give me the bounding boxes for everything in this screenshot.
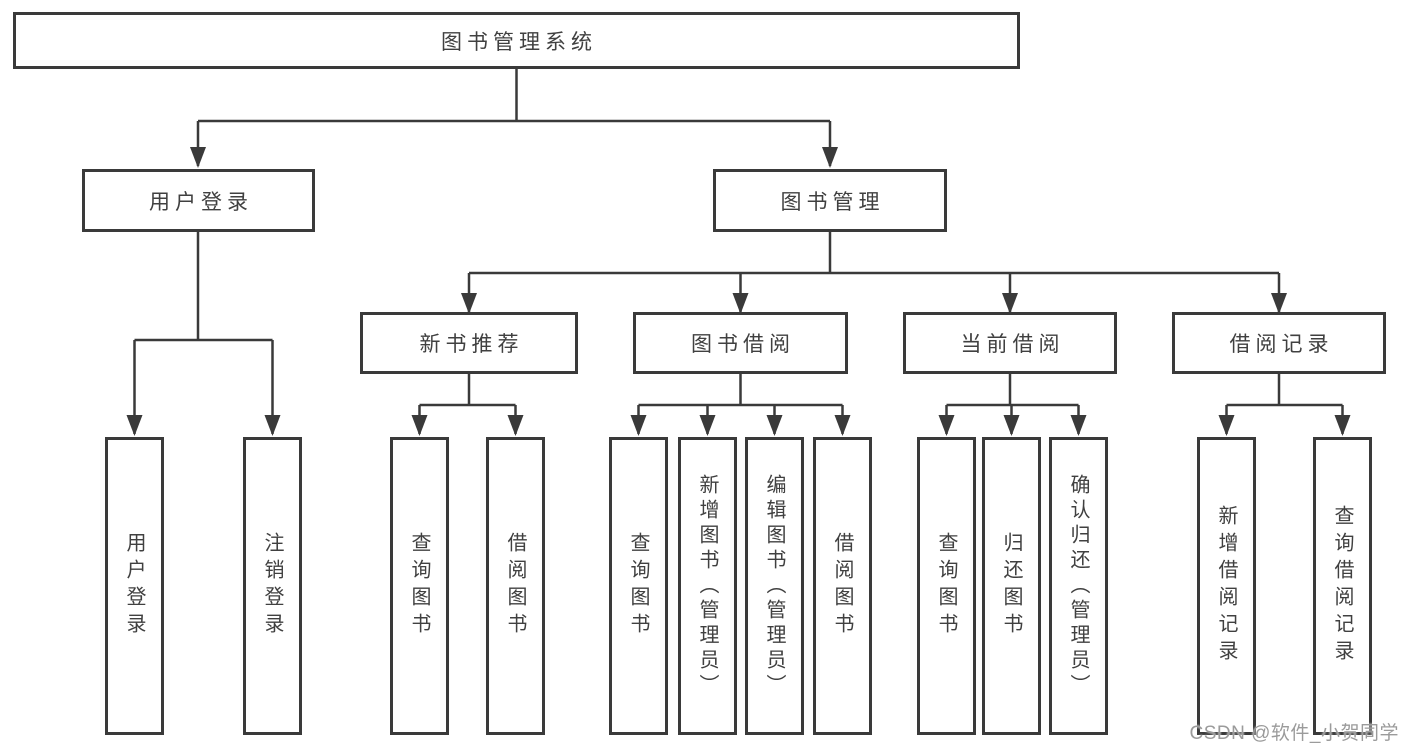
leaf-label: 确认归还（管理员） xyxy=(1067,473,1089,699)
leaf-confirm-return-admin: 确认归还（管理员） xyxy=(1049,437,1108,735)
node-label: 用户登录 xyxy=(149,190,253,214)
leaf-add-book-admin: 新增图书（管理员） xyxy=(678,437,737,735)
node-borrowing-records: 借阅记录 xyxy=(1172,312,1386,374)
leaf-label: 注销登录 xyxy=(261,532,283,640)
node-book-borrowing: 图书借阅 xyxy=(633,312,848,374)
leaf-add-borrow-record: 新增借阅记录 xyxy=(1197,437,1256,735)
node-library-management-system: 图书管理系统 xyxy=(13,12,1020,69)
leaf-label: 用户登录 xyxy=(123,532,145,640)
leaf-user-login: 用户登录 xyxy=(105,437,164,735)
leaf-return-books: 归还图书 xyxy=(982,437,1041,735)
node-label: 借阅记录 xyxy=(1229,333,1334,356)
leaf-query-books-recommendation: 查询图书 xyxy=(390,437,449,735)
leaf-query-borrow-record: 查询借阅记录 xyxy=(1313,437,1372,735)
node-user-login: 用户登录 xyxy=(82,169,315,232)
leaf-label: 查询图书 xyxy=(935,532,957,640)
leaf-label: 查询图书 xyxy=(627,532,649,640)
leaf-label: 编辑图书（管理员） xyxy=(763,473,785,699)
node-current-borrowing: 当前借阅 xyxy=(903,312,1117,374)
leaf-label: 借阅图书 xyxy=(504,532,526,640)
leaf-logout: 注销登录 xyxy=(243,437,302,735)
leaf-label: 借阅图书 xyxy=(831,532,853,640)
node-label: 图书借阅 xyxy=(691,333,795,356)
node-new-book-recommendation: 新书推荐 xyxy=(360,312,578,374)
leaf-label: 查询借阅记录 xyxy=(1331,505,1353,667)
node-label: 当前借阅 xyxy=(960,333,1065,356)
node-book-management: 图书管理 xyxy=(713,169,947,232)
leaf-label: 新增借阅记录 xyxy=(1215,505,1237,667)
leaf-borrow-books: 借阅图书 xyxy=(813,437,872,735)
node-label: 新书推荐 xyxy=(419,333,524,356)
leaf-query-books-borrowing: 查询图书 xyxy=(609,437,668,735)
leaf-edit-book-admin: 编辑图书（管理员） xyxy=(745,437,804,735)
node-label: 图书管理 xyxy=(780,190,885,214)
node-label: 图书管理系统 xyxy=(441,30,597,54)
leaf-query-books-current: 查询图书 xyxy=(917,437,976,735)
leaf-borrow-books-recommendation: 借阅图书 xyxy=(486,437,545,735)
leaf-label: 归还图书 xyxy=(1000,532,1022,640)
csdn-watermark: CSDN @软件_小贺同学 xyxy=(1189,723,1399,744)
leaf-label: 查询图书 xyxy=(408,532,430,640)
leaf-label: 新增图书（管理员） xyxy=(696,473,718,699)
